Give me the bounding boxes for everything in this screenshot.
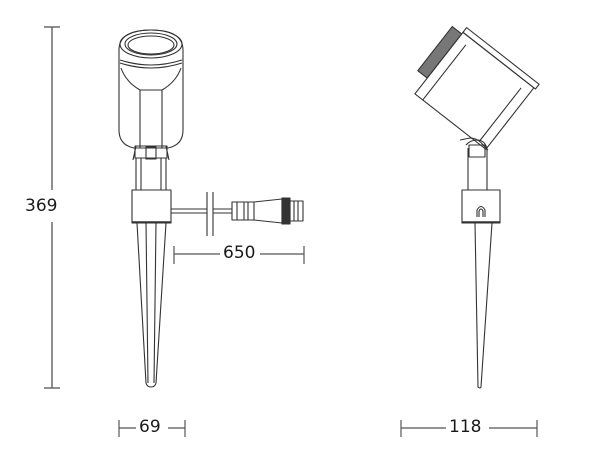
cable-length-dimension-label: 650 — [221, 243, 258, 263]
connector — [231, 197, 304, 225]
front-width-dimension-line — [118, 420, 186, 437]
pivot-bracket-side — [459, 137, 489, 190]
front-width-dimension-label: 69 — [137, 417, 163, 437]
luminaire-head-front — [118, 29, 184, 149]
luminaire-head-side — [414, 25, 540, 150]
collar-front — [131, 189, 172, 224]
side-view — [400, 25, 540, 437]
ground-spike-side — [474, 222, 493, 389]
ground-spike-front — [136, 222, 167, 388]
collar-side — [461, 189, 501, 224]
bracket-front — [132, 145, 170, 190]
side-width-dimension-label: 118 — [447, 417, 484, 437]
height-dimension-label: 369 — [23, 196, 60, 216]
front-view — [118, 29, 305, 437]
cable-length-dimension-line — [173, 246, 305, 264]
side-width-dimension-line — [400, 420, 538, 437]
cable — [171, 192, 232, 236]
height-dimension-line — [44, 26, 60, 389]
